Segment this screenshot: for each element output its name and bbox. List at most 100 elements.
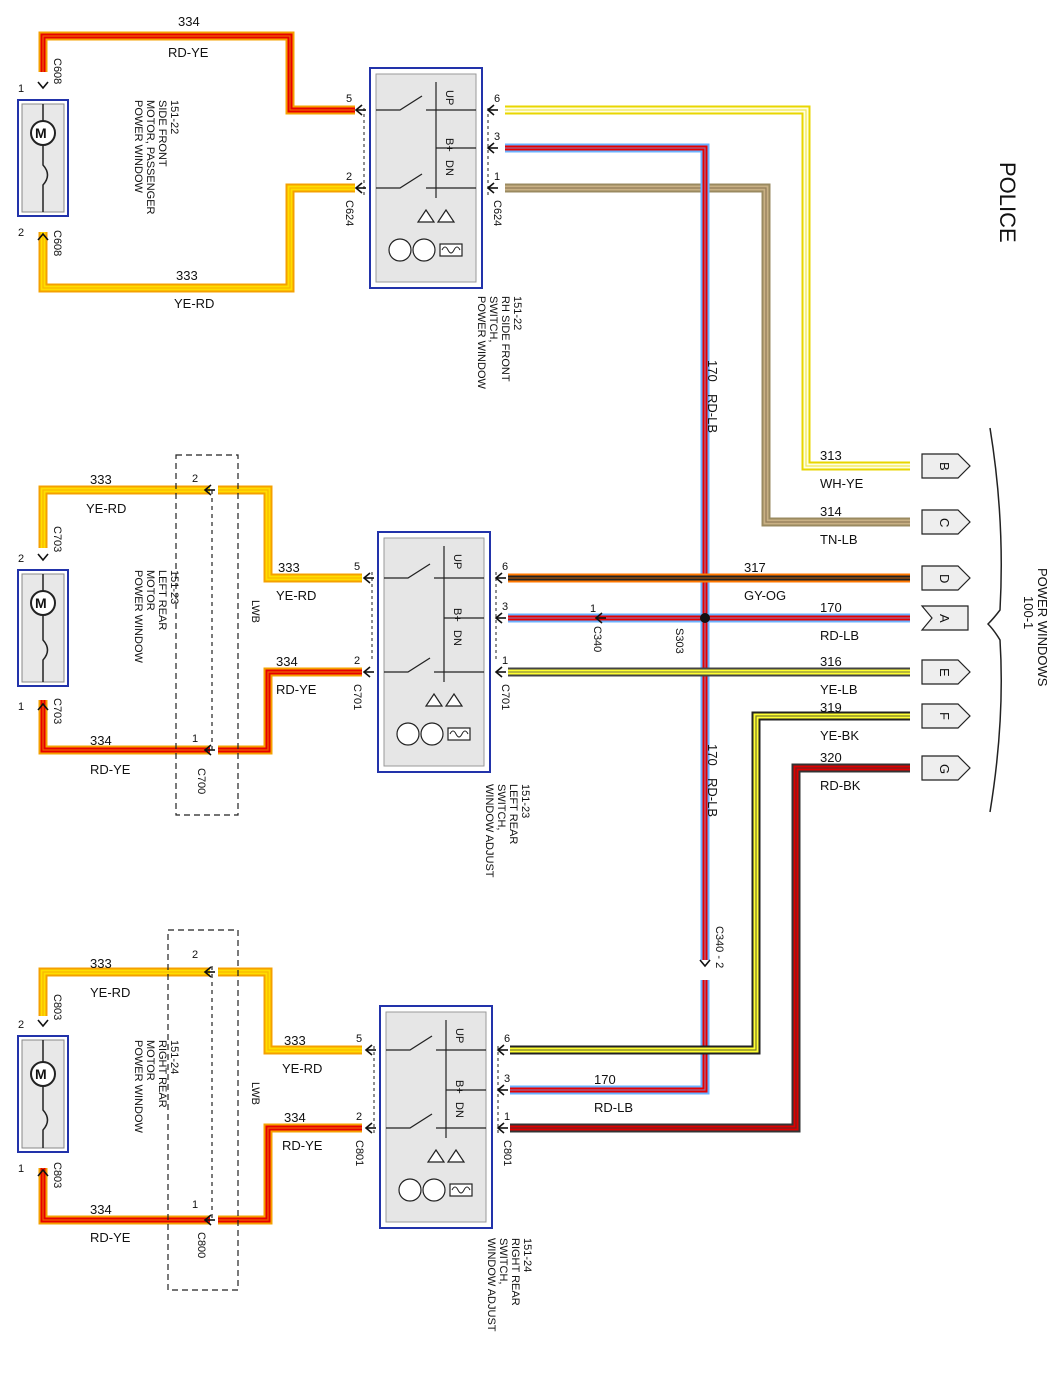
wire-170-low <box>510 980 710 1095</box>
wire-170-low-circuit: 170 <box>594 1072 616 1087</box>
motor-3-pin-top: 2 <box>18 1019 24 1031</box>
connector-arrow <box>364 1044 376 1056</box>
wire-334-rr-b-circuit: 334 <box>284 1110 306 1125</box>
terminal-C: C <box>921 509 971 535</box>
wire-333-front <box>38 183 355 293</box>
wire-334-lr-a <box>38 700 210 755</box>
pin-5: 5 <box>356 1033 362 1045</box>
motor-left-rear: M <box>17 569 69 687</box>
c800-pin-a: 2 <box>192 949 198 961</box>
wire-314-circuit: 314 <box>820 504 842 519</box>
connector-arrow <box>496 1122 508 1134</box>
wire-320-color: RD-BK <box>820 778 861 793</box>
motor-1-conn-top: C608 <box>51 58 63 84</box>
wire-333-rr-a-circuit: 333 <box>90 956 112 971</box>
c340-pin: 1 <box>590 603 596 615</box>
switch-bplus-label: B+ <box>451 608 463 622</box>
c340-label: C340 <box>591 626 603 652</box>
wire-333-rr-b-color: YE-RD <box>282 1061 322 1076</box>
switch-bplus-label: B+ <box>443 138 455 152</box>
wire-333-rr-b-circuit: 333 <box>284 1033 306 1048</box>
wire-334-front-circuit: 334 <box>178 14 200 29</box>
wire-333-lr-b-color: YE-RD <box>276 588 316 603</box>
wire-333-lr-a <box>38 485 210 548</box>
wire-334-lr-a-circuit: 334 <box>90 733 112 748</box>
wire-333-rr-a <box>38 967 210 1016</box>
switch-up-label: UP <box>453 1028 465 1043</box>
switch-up-label: UP <box>443 90 455 105</box>
connector-arrow <box>203 484 215 496</box>
wire-334-front-color: RD-YE <box>168 45 209 60</box>
motor-3-conn-bottom: C803 <box>51 1162 63 1188</box>
wire-333-lr-a-circuit: 333 <box>90 472 112 487</box>
motor-2-conn-bottom: C703 <box>51 698 63 724</box>
svg-text:M: M <box>35 125 47 141</box>
connector-arrow <box>494 572 506 584</box>
switch-dn-label: DN <box>451 630 463 646</box>
wire-333-front-color: YE-RD <box>174 296 214 311</box>
terminal-letter: B <box>937 462 952 471</box>
wire-170-main-color: RD-LB <box>820 628 859 643</box>
wire-layer: 334RD-YE333YE-RD333YE-RD333YE-RD334RD-YE… <box>37 14 910 1245</box>
lwb-label-1: LWB <box>249 600 261 623</box>
pin-3: 3 <box>494 131 500 143</box>
wire-317-circuit: 317 <box>744 560 766 575</box>
connector-arrow <box>699 959 711 968</box>
connector-arrow <box>354 104 366 116</box>
motor-2-pin-bottom: 1 <box>18 701 24 713</box>
lwb-label-2: LWB <box>249 1082 261 1105</box>
wire-319-color: YE-BK <box>820 728 859 743</box>
switch-up-label: UP <box>451 554 463 569</box>
pin-2: 2 <box>346 171 352 183</box>
splice-s303 <box>700 613 710 623</box>
wire-313-color: WH-YE <box>820 476 864 491</box>
right-connector: C624 <box>491 200 503 226</box>
switch-bplus-label: B+ <box>453 1080 465 1094</box>
bus-ref: 100-1 <box>1021 596 1036 629</box>
terminal-F: F <box>921 703 971 729</box>
connector-arrow <box>594 612 606 624</box>
wire-313-circuit: 313 <box>820 448 842 463</box>
motor-passenger-front: M <box>17 99 69 217</box>
terminal-B: B <box>921 453 971 479</box>
terminal-letter: C <box>937 518 952 527</box>
pin-1: 1 <box>494 171 500 183</box>
terminal-letter: G <box>937 764 952 774</box>
connector-arrow <box>37 1019 49 1028</box>
inline-connector-c700 <box>175 454 239 816</box>
connector-arrow <box>203 1214 215 1226</box>
wire-314 <box>505 183 910 527</box>
right-connector: C701 <box>499 684 511 710</box>
splice-label: S303 <box>673 628 685 654</box>
connector-arrow <box>486 104 498 116</box>
svg-text:M: M <box>35 1066 47 1082</box>
connector-arrow <box>203 966 215 978</box>
wire-320 <box>510 763 910 1133</box>
wire-314-color: TN-LB <box>820 532 858 547</box>
terminal-letter: A <box>937 614 952 623</box>
motor-3-pin-bottom: 1 <box>18 1163 24 1175</box>
switch-dn-label: DN <box>453 1102 465 1118</box>
terminal-G: G <box>921 755 971 781</box>
bus-label: POWER WINDOWS <box>1035 568 1050 687</box>
pin-2: 2 <box>356 1111 362 1123</box>
c700-pin-b: 1 <box>192 733 198 745</box>
wire-170-main-circuit: 170 <box>820 600 842 615</box>
motor-1-pin-bottom: 2 <box>18 227 24 239</box>
connector-arrow <box>37 232 49 241</box>
c700-pin-a: 2 <box>192 473 198 485</box>
wire-333-lr-a-color: YE-RD <box>86 501 126 516</box>
switch-label: WINDOW ADJUSTSWITCH,LEFT REAR151-23 <box>483 784 531 878</box>
pin-1: 1 <box>504 1111 510 1123</box>
wire-333-lr-b-circuit: 333 <box>278 560 300 575</box>
svg-text:M: M <box>35 595 47 611</box>
inline-connector-c800 <box>167 929 239 1291</box>
c340-2-label: C340 - 2 <box>713 926 725 968</box>
terminal-letter: F <box>937 712 952 720</box>
wire-170-low-color: RD-LB <box>594 1100 633 1115</box>
wire-320-circuit: 320 <box>820 750 842 765</box>
